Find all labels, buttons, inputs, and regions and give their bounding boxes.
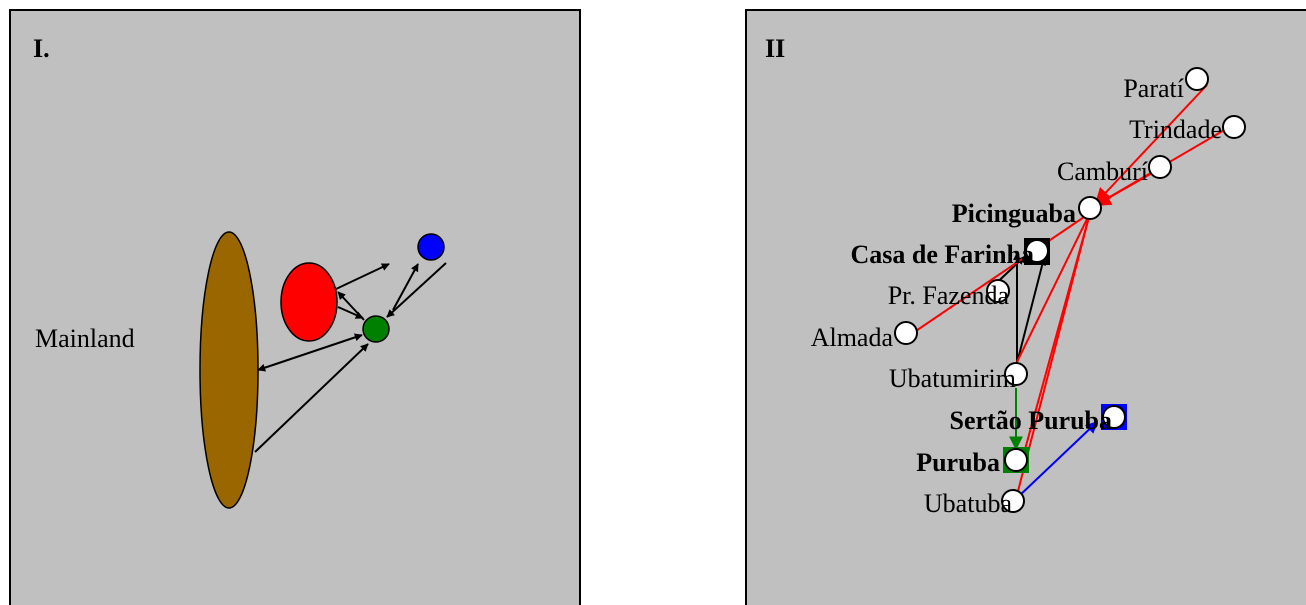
node-ubatuba — [1001, 489, 1025, 513]
label-fazenda: Pr. Fazenda — [888, 281, 1010, 310]
label-almada: Almada — [811, 323, 894, 352]
panel-2-arrows — [906, 84, 1239, 498]
node-sertao — [1102, 405, 1126, 429]
panel-2-labels: Paratí Trindade Camburí Picinguaba Casa … — [811, 74, 1222, 518]
arrow-red-to-green — [337, 306, 364, 319]
node-casa — [1025, 239, 1049, 263]
label-sertao: Sertão Puruba — [950, 406, 1113, 435]
arrow-ubatumirim-to-casa-2 — [1016, 257, 1047, 364]
node-trindade — [1222, 115, 1246, 139]
node-almada — [894, 321, 918, 345]
arrow-mainland-to-green — [254, 343, 369, 453]
arrow-ubatuba-to-sertao — [1017, 421, 1098, 498]
label-casa: Casa de Farinha — [851, 240, 1034, 269]
arrow-red-up-right — [335, 263, 390, 290]
node-parati — [1185, 67, 1209, 91]
arrow-green-to-blue — [392, 263, 419, 311]
label-parati: Paratí — [1123, 74, 1184, 103]
arrow-blue-to-green — [386, 262, 447, 318]
arrow-camburi-to-picinguaba — [1094, 171, 1155, 206]
panel-2-nodes — [894, 67, 1246, 513]
arrow-picinguaba-almada — [906, 212, 1091, 338]
mainland-label: Mainland — [35, 324, 135, 353]
green-group-node — [362, 315, 390, 343]
arrow-picinguaba-ubatumirim — [1016, 212, 1091, 363]
panel-2-frame — [745, 9, 1306, 605]
label-ubatumirim: Ubatumirim — [889, 364, 1016, 393]
panel-1-title: I. — [33, 34, 50, 63]
label-puruba: Puruba — [916, 448, 1000, 477]
arrow-mainland-green — [257, 333, 363, 372]
panel-2: II — [745, 9, 1306, 605]
blue-group-node — [417, 233, 445, 261]
panel-2-title: II — [765, 34, 785, 63]
node-fazenda — [986, 279, 1010, 303]
label-camburi: Camburí — [1057, 157, 1148, 186]
node-puruba — [1004, 448, 1028, 472]
label-picinguaba: Picinguaba — [952, 199, 1076, 228]
node-picinguaba — [1078, 196, 1102, 220]
arrow-picinguaba-ubatuba — [1016, 212, 1091, 496]
mainland-shape — [199, 231, 259, 509]
panel-1: I. Mainland — [9, 9, 581, 605]
node-ubatumirim — [1004, 362, 1028, 386]
node-camburi — [1148, 155, 1172, 179]
red-group-node — [280, 262, 338, 342]
label-ubatuba: Ubatuba — [924, 489, 1013, 518]
arrow-parati-to-picinguaba — [1094, 84, 1208, 205]
label-trindade: Trindade — [1129, 115, 1222, 144]
